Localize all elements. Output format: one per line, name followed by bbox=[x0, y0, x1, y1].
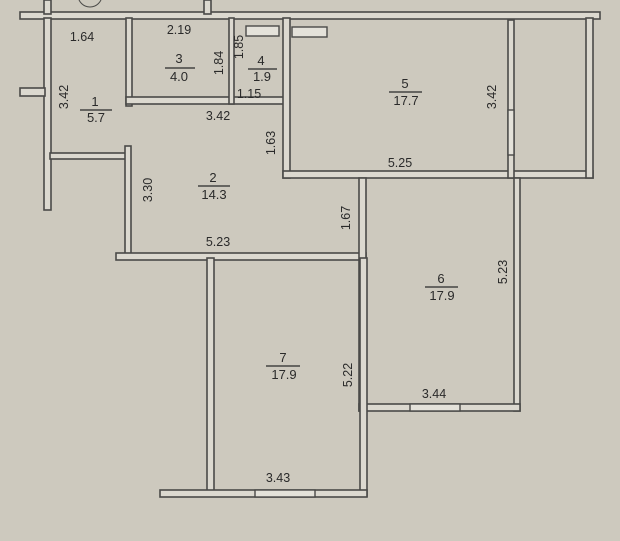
room-6-area: 17.9 bbox=[429, 288, 454, 303]
dim-r2-width: 5.23 bbox=[206, 235, 230, 249]
room-labels: 1 5.7 2 14.3 3 4.0 4 1.9 5 17.7 6 17.9 7… bbox=[80, 51, 458, 382]
wall bbox=[359, 257, 368, 497]
room-1-area: 5.7 bbox=[87, 110, 105, 125]
window bbox=[254, 489, 316, 498]
wall bbox=[228, 17, 235, 105]
pipe-icon bbox=[78, 0, 102, 8]
room-5-area: 17.7 bbox=[393, 93, 418, 108]
dim-r3-width: 2.19 bbox=[167, 23, 191, 37]
wall bbox=[124, 145, 132, 259]
room-2-area: 14.3 bbox=[201, 187, 226, 202]
dim-r6-width: 3.44 bbox=[422, 387, 446, 401]
dim-r2-height: 3.30 bbox=[141, 178, 155, 202]
dim-r4-height: 1.85 bbox=[232, 35, 246, 59]
dim-r7-height: 5.22 bbox=[341, 363, 355, 387]
dim-r5-width: 5.25 bbox=[388, 156, 412, 170]
wall bbox=[513, 177, 521, 412]
right-outer-wall bbox=[585, 17, 594, 179]
wall bbox=[115, 252, 367, 261]
dim-r1-height: 3.42 bbox=[57, 85, 71, 109]
room-3-area: 4.0 bbox=[170, 69, 188, 84]
ventilation-block bbox=[291, 26, 328, 38]
ventilation-block bbox=[245, 25, 280, 37]
dim-r3-height: 1.84 bbox=[212, 51, 226, 75]
wall-stub bbox=[19, 87, 46, 97]
wall bbox=[125, 17, 133, 107]
balcony-wall bbox=[507, 19, 515, 179]
room-3-number: 3 bbox=[175, 51, 182, 66]
top-wall bbox=[19, 11, 601, 20]
wall bbox=[206, 257, 215, 497]
dim-r5-height: 3.42 bbox=[485, 85, 499, 109]
window bbox=[507, 109, 515, 156]
dim-r4-width: 1.15 bbox=[237, 87, 261, 101]
room-7-area: 17.9 bbox=[271, 367, 296, 382]
windows bbox=[78, 0, 515, 498]
room-4-number: 4 bbox=[257, 53, 264, 68]
room-2-number: 2 bbox=[209, 170, 216, 185]
dim-corridor-width: 3.42 bbox=[206, 109, 230, 123]
room-7-number: 7 bbox=[279, 350, 286, 365]
room-6-number: 6 bbox=[437, 271, 444, 286]
dim-corridor-height: 1.63 bbox=[264, 131, 278, 155]
window bbox=[409, 403, 461, 412]
dim-r6-height: 5.23 bbox=[496, 260, 510, 284]
walls bbox=[19, 0, 601, 498]
wall bbox=[125, 96, 289, 105]
room-5-number: 5 bbox=[401, 76, 408, 91]
dim-gap: 1.67 bbox=[339, 206, 353, 230]
dimensions: 1.64 3.42 2.19 1.84 1.85 1.15 3.42 1.63 … bbox=[57, 23, 510, 485]
room-1-number: 1 bbox=[91, 94, 98, 109]
wall bbox=[282, 170, 594, 179]
wall bbox=[49, 152, 131, 160]
wall bbox=[203, 0, 212, 15]
dim-r7-width: 3.43 bbox=[266, 471, 290, 485]
left-outer-wall bbox=[43, 17, 52, 211]
wall bbox=[43, 0, 52, 15]
wall bbox=[282, 17, 291, 179]
room-4-area: 1.9 bbox=[253, 69, 271, 84]
dim-r1-width: 1.64 bbox=[70, 30, 94, 44]
